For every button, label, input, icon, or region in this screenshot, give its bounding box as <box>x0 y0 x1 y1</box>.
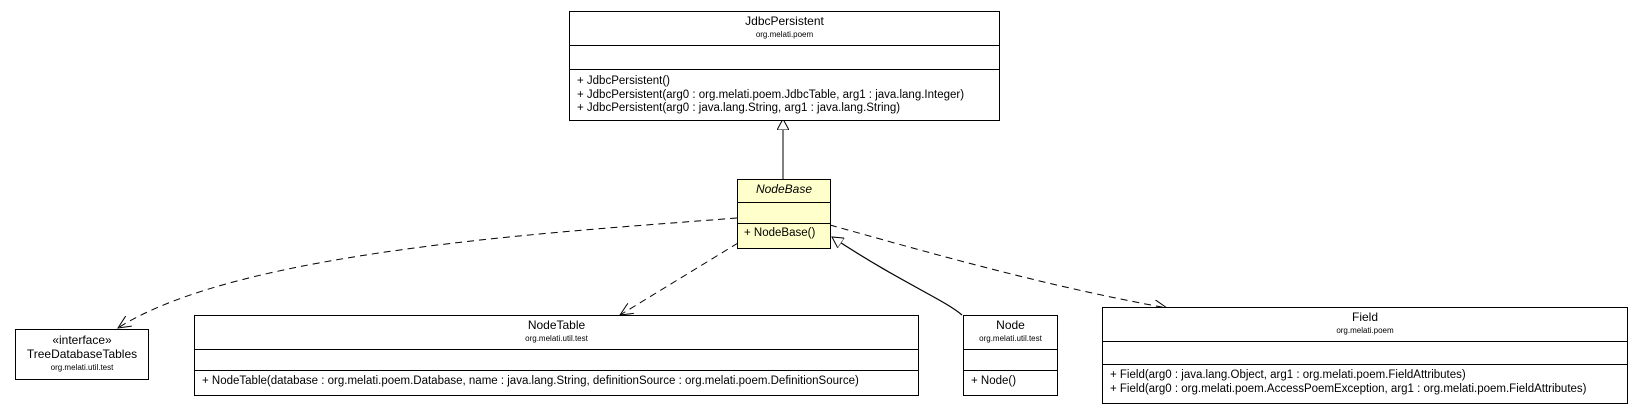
operation: + JdbcPersistent() <box>577 75 670 87</box>
class-operations: + Field(arg0 : java.lang.Object, arg1 : … <box>1103 365 1627 399</box>
generalization-node-nodebase <box>832 237 963 316</box>
class-package: org.melati.poem <box>1336 326 1394 335</box>
class-operations: + NodeBase() <box>738 224 830 244</box>
class-node[interactable]: Node org.melati.util.test + Node() <box>963 315 1058 396</box>
operation: + NodeTable(database : org.melati.poem.D… <box>202 375 859 387</box>
class-name: JdbcPersistent <box>745 14 824 28</box>
operation: + JdbcPersistent(arg0 : org.melati.poem.… <box>577 88 965 101</box>
class-name: TreeDatabaseTables <box>26 347 138 361</box>
class-package: org.melati.poem <box>755 30 814 39</box>
dependency-nodebase-nodetable <box>620 242 739 315</box>
operation: + JdbcPersistent(arg0 : java.lang.String… <box>577 102 901 114</box>
dependency-nodebase-field <box>829 224 1167 308</box>
operation: + Node() <box>971 375 1017 387</box>
operation: + Field(arg0 : java.lang.Object, arg1 : … <box>1110 369 1466 381</box>
class-name: Node <box>996 318 1025 332</box>
class-name: NodeTable <box>527 318 586 332</box>
class-attributes <box>1103 342 1627 365</box>
class-stereotype: «interface» <box>52 333 112 347</box>
class-field-header: Field org.melati.poem <box>1103 308 1627 342</box>
class-name: NodeBase <box>755 182 813 196</box>
class-package: org.melati.util.test <box>979 334 1042 343</box>
class-operations: + NodeTable(database : org.melati.poem.D… <box>195 371 918 392</box>
class-attributes <box>964 350 1057 371</box>
class-treedatabasetables-header: «interface» TreeDatabaseTables org.melat… <box>16 330 148 376</box>
class-nodetable-header: NodeTable org.melati.util.test <box>195 316 918 350</box>
class-field[interactable]: Field org.melati.poem + Field(arg0 : jav… <box>1102 307 1628 404</box>
class-operations: + JdbcPersistent() + JdbcPersistent(arg0… <box>570 70 999 119</box>
class-treedatabasetables[interactable]: «interface» TreeDatabaseTables org.melat… <box>15 329 149 380</box>
operation: + NodeBase() <box>744 227 816 239</box>
class-nodetable[interactable]: NodeTable org.melati.util.test + NodeTab… <box>194 315 919 396</box>
class-nodebase[interactable]: NodeBase + NodeBase() <box>737 179 831 249</box>
class-attributes <box>738 203 830 224</box>
class-nodebase-header: NodeBase <box>738 180 830 203</box>
class-name: Field <box>1351 310 1378 324</box>
class-package: org.melati.util.test <box>50 363 114 372</box>
class-jdbcpersistent-header: JdbcPersistent org.melati.poem <box>570 12 999 46</box>
class-jdbcpersistent[interactable]: JdbcPersistent org.melati.poem + JdbcPer… <box>569 11 1000 121</box>
class-package: org.melati.util.test <box>525 334 588 343</box>
dependency-nodebase-treedatabasetables <box>118 217 738 328</box>
class-node-header: Node org.melati.util.test <box>964 316 1057 350</box>
class-attributes <box>195 350 918 371</box>
operation: + Field(arg0 : org.melati.poem.AccessPoe… <box>1110 382 1587 395</box>
class-operations: + Node() <box>964 371 1057 392</box>
class-attributes <box>570 46 999 70</box>
